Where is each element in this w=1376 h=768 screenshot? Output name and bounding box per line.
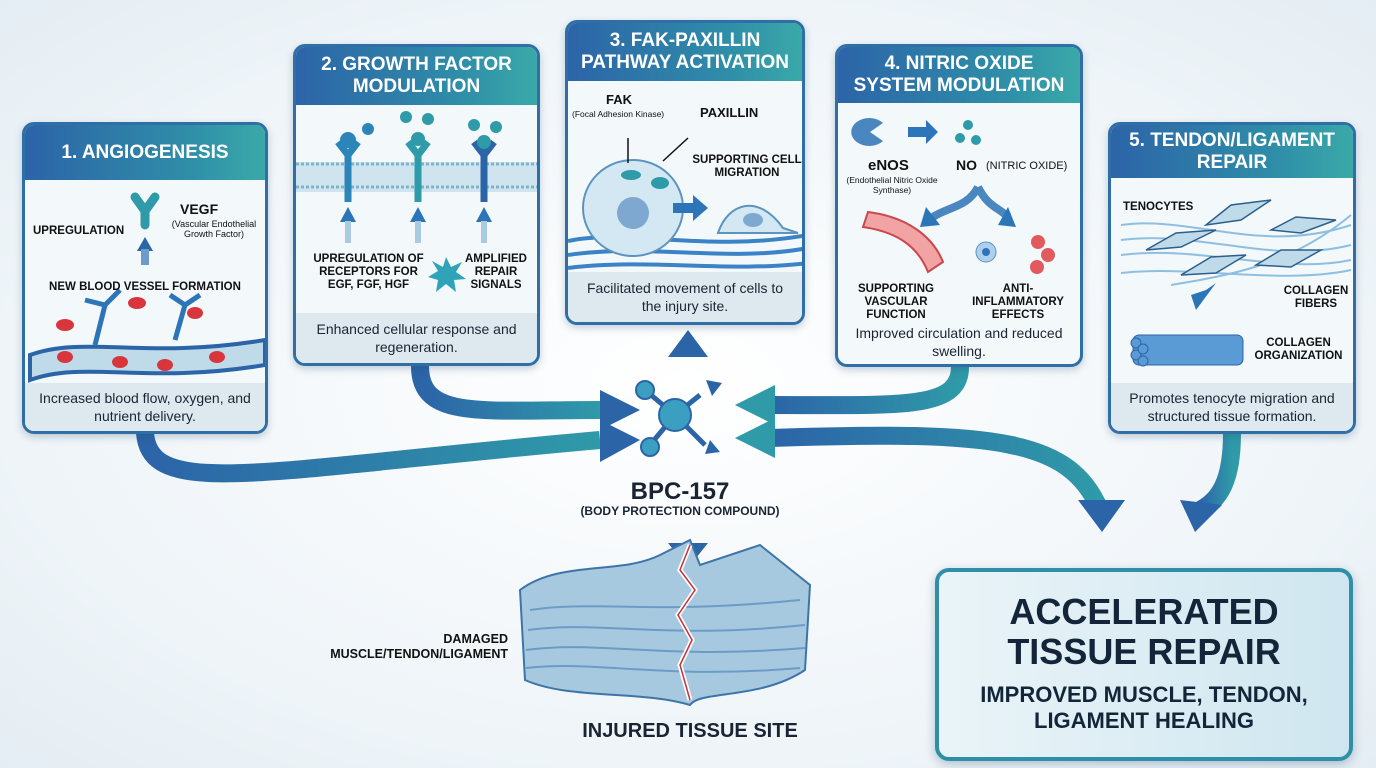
tenocyte-icon — [1145, 199, 1337, 276]
collagen-fibers-label: COLLAGEN FIBERS — [1283, 285, 1349, 310]
no-full-label: (NITRIC OXIDE) — [986, 160, 1068, 172]
vegf-full-label: (Vascular Endothelial Growth Factor) — [171, 219, 257, 239]
card-fak-paxillin: 3. FAK-PAXILLIN PATHWAY ACTIVATION FAK (… — [565, 20, 805, 325]
enos-label: eNOS — [868, 157, 909, 174]
collagen-illustration — [1120, 199, 1352, 367]
card-title: 2. GROWTH FACTOR MODULATION — [296, 47, 537, 105]
new-vessel-label: NEW BLOOD VESSEL FORMATION — [49, 281, 241, 293]
card-footer: Increased blood flow, oxygen, and nutrie… — [25, 383, 265, 431]
signals-label: AMPLIFIED REPAIR SIGNALS — [465, 253, 527, 291]
blood-vessel-icon — [28, 337, 265, 383]
anti-inflammatory-label: ANTI-INFLAMMATORY EFFECTS — [972, 283, 1064, 321]
vascular-label: SUPPORTING VASCULAR FUNCTION — [857, 283, 935, 321]
injured-tissue-title: INJURED TISSUE SITE — [582, 720, 798, 742]
compound-subtitle: (BODY PROTECTION COMPOUND) — [580, 504, 780, 518]
card-title: 1. ANGIOGENESIS — [25, 125, 265, 180]
tenocytes-label: TENOCYTES — [1123, 201, 1194, 213]
card-angiogenesis: 1. ANGIOGENESIS UPREGULATION VEGF (Vascu… — [22, 122, 268, 434]
blood-vessel-icon — [861, 210, 945, 274]
card-footer: Improved circulation and reduced swellin… — [855, 325, 1063, 359]
enos-full-label: (Endothelial Nitric Oxide Synthase) — [846, 175, 938, 195]
card-title: 4. NITRIC OXIDE SYSTEM MODULATION — [838, 47, 1080, 103]
receptor-illustration — [296, 111, 537, 292]
arrow-growth-factor — [411, 365, 601, 420]
card-growth-factor: 2. GROWTH FACTOR MODULATION UPREGULATION… — [293, 44, 540, 366]
arrow-nitric-oxide — [769, 366, 969, 415]
fak-label: FAK — [606, 92, 632, 107]
card-nitric-oxide: 4. NITRIC OXIDE SYSTEM MODULATION eNOS (… — [835, 44, 1083, 367]
result-box: ACCELERATED TISSUE REPAIR IMPROVED MUSCL… — [935, 568, 1353, 761]
card-title: 5. TENDON/LIGAMENT REPAIR — [1111, 125, 1353, 178]
fak-full-label: (Focal Adhesion Kinase) — [572, 109, 665, 119]
result-title: ACCELERATED TISSUE REPAIR — [1007, 591, 1281, 672]
arrow-tendon — [1195, 432, 1241, 519]
collagen-bundle-icon — [1130, 334, 1244, 367]
upregulation-label: UPREGULATION — [33, 225, 125, 237]
receptors-label: UPREGULATION OF RECEPTORS FOR EGF, FGF, … — [313, 253, 424, 291]
nitric-oxide-illustration — [851, 118, 1055, 274]
no-label: NO — [956, 157, 977, 173]
vegf-receptor-icon — [130, 192, 160, 230]
card-title: 3. FAK-PAXILLIN PATHWAY ACTIVATION — [568, 23, 802, 81]
migration-label: SUPPORTING CELL MIGRATION — [692, 154, 802, 179]
angiogenesis-illustration — [28, 192, 265, 383]
vegf-label: VEGF — [180, 201, 219, 217]
arrow-to-result-long — [769, 426, 1109, 514]
card-footer: Enhanced cellular response and regenerat… — [296, 313, 537, 363]
result-subtitle: IMPROVED MUSCLE, TENDON, LIGAMENT HEALIN… — [980, 682, 1308, 733]
cell-migration-illustration — [568, 137, 802, 270]
collagen-organization-label: COLLAGEN ORGANIZATION — [1254, 337, 1343, 362]
no-molecules-icon — [955, 120, 981, 145]
damaged-tissue-label: DAMAGED MUSCLE/TENDON/LIGAMENT — [330, 632, 508, 661]
signal-burst-icon — [428, 257, 466, 292]
arrow-angiogenesis — [136, 431, 601, 483]
paxillin-label: PAXILLIN — [700, 105, 759, 120]
enos-enzyme-icon — [851, 118, 883, 146]
card-footer: Facilitated movement of cells to the inj… — [568, 272, 802, 322]
card-footer: Promotes tenocyte migration and structur… — [1111, 383, 1353, 431]
compound-name: BPC-157 — [630, 478, 730, 505]
card-tendon-ligament: 5. TENDON/LIGAMENT REPAIR TENOCYTES COLL… — [1108, 122, 1356, 434]
